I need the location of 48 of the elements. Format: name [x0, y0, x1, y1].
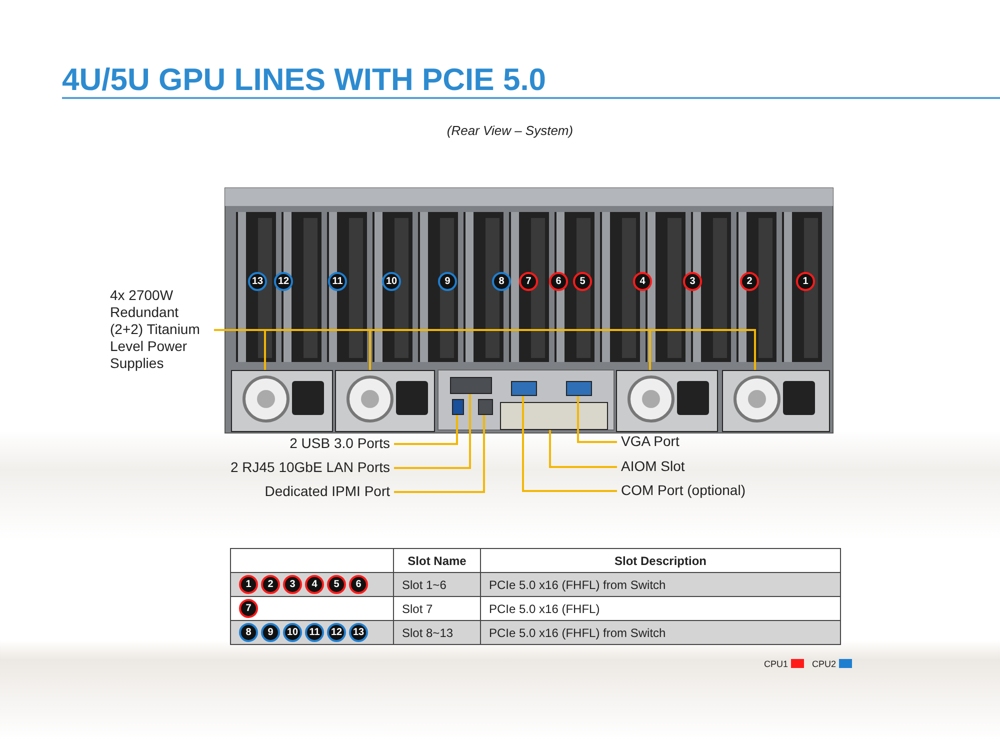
callout-text: 2 RJ45 10GbE LAN Ports	[229, 459, 390, 476]
callout-number: 11	[305, 623, 324, 642]
callout-number: 10	[283, 623, 302, 642]
legend-label: CPU1	[764, 659, 788, 670]
leader-line	[549, 430, 617, 468]
callout-number: 1	[239, 575, 258, 594]
callout-number: 12	[327, 623, 346, 642]
power-supply-unit	[616, 370, 718, 432]
ipmi-port	[478, 399, 493, 415]
callout-text: 4x 2700W Redundant (2+2) Titanium Level Power Supplies	[110, 287, 201, 372]
callout-text: VGA Port	[621, 433, 680, 450]
lan-port	[450, 377, 492, 394]
power-supply-unit	[722, 370, 830, 432]
table-cell: Slot 8~13	[402, 626, 454, 640]
column-header: Slot Description	[614, 554, 706, 568]
usb-port	[452, 399, 464, 415]
callout-text: 2 USB 3.0 Ports	[288, 435, 390, 452]
table-cell: PCIe 5.0 x16 (FHFL) from Switch	[489, 578, 666, 592]
callout-number: 4	[305, 575, 324, 594]
callout-text: COM Port (optional)	[621, 482, 746, 499]
callout-number: 2	[261, 575, 280, 594]
power-supply-unit	[231, 370, 333, 432]
callout-number: 7	[239, 599, 258, 618]
callout-text: Dedicated IPMI Port	[264, 483, 390, 500]
table-cell: PCIe 5.0 x16 (FHFL)	[489, 602, 600, 616]
callout-number: 8	[239, 623, 258, 642]
callout-number: 5	[327, 575, 346, 594]
vga-port	[566, 381, 592, 396]
table-cell: Slot 1~6	[402, 578, 446, 592]
callout-number: 6	[349, 575, 368, 594]
com-port	[511, 381, 537, 396]
callout-number: 13	[349, 623, 368, 642]
title: 4U/5U GPU LINES WITH PCIE 5.0	[62, 62, 546, 98]
legend-label: CPU2	[812, 659, 836, 670]
leader-line	[394, 415, 485, 493]
column-header: Slot Name	[408, 554, 466, 568]
leader-line	[577, 396, 617, 443]
aiom-slot	[500, 402, 608, 430]
power-supply-unit	[335, 370, 435, 432]
table-cell: Slot 7	[402, 602, 433, 616]
callout-number: 9	[261, 623, 280, 642]
leader-line	[522, 396, 617, 492]
leader-line	[394, 394, 471, 469]
callout-text: AIOM Slot	[621, 458, 686, 475]
callout-number: 3	[283, 575, 302, 594]
table-cell: PCIe 5.0 x16 (FHFL) from Switch	[489, 626, 666, 640]
view-caption: (Rear View – System)	[446, 122, 574, 139]
leader-line	[394, 415, 458, 445]
